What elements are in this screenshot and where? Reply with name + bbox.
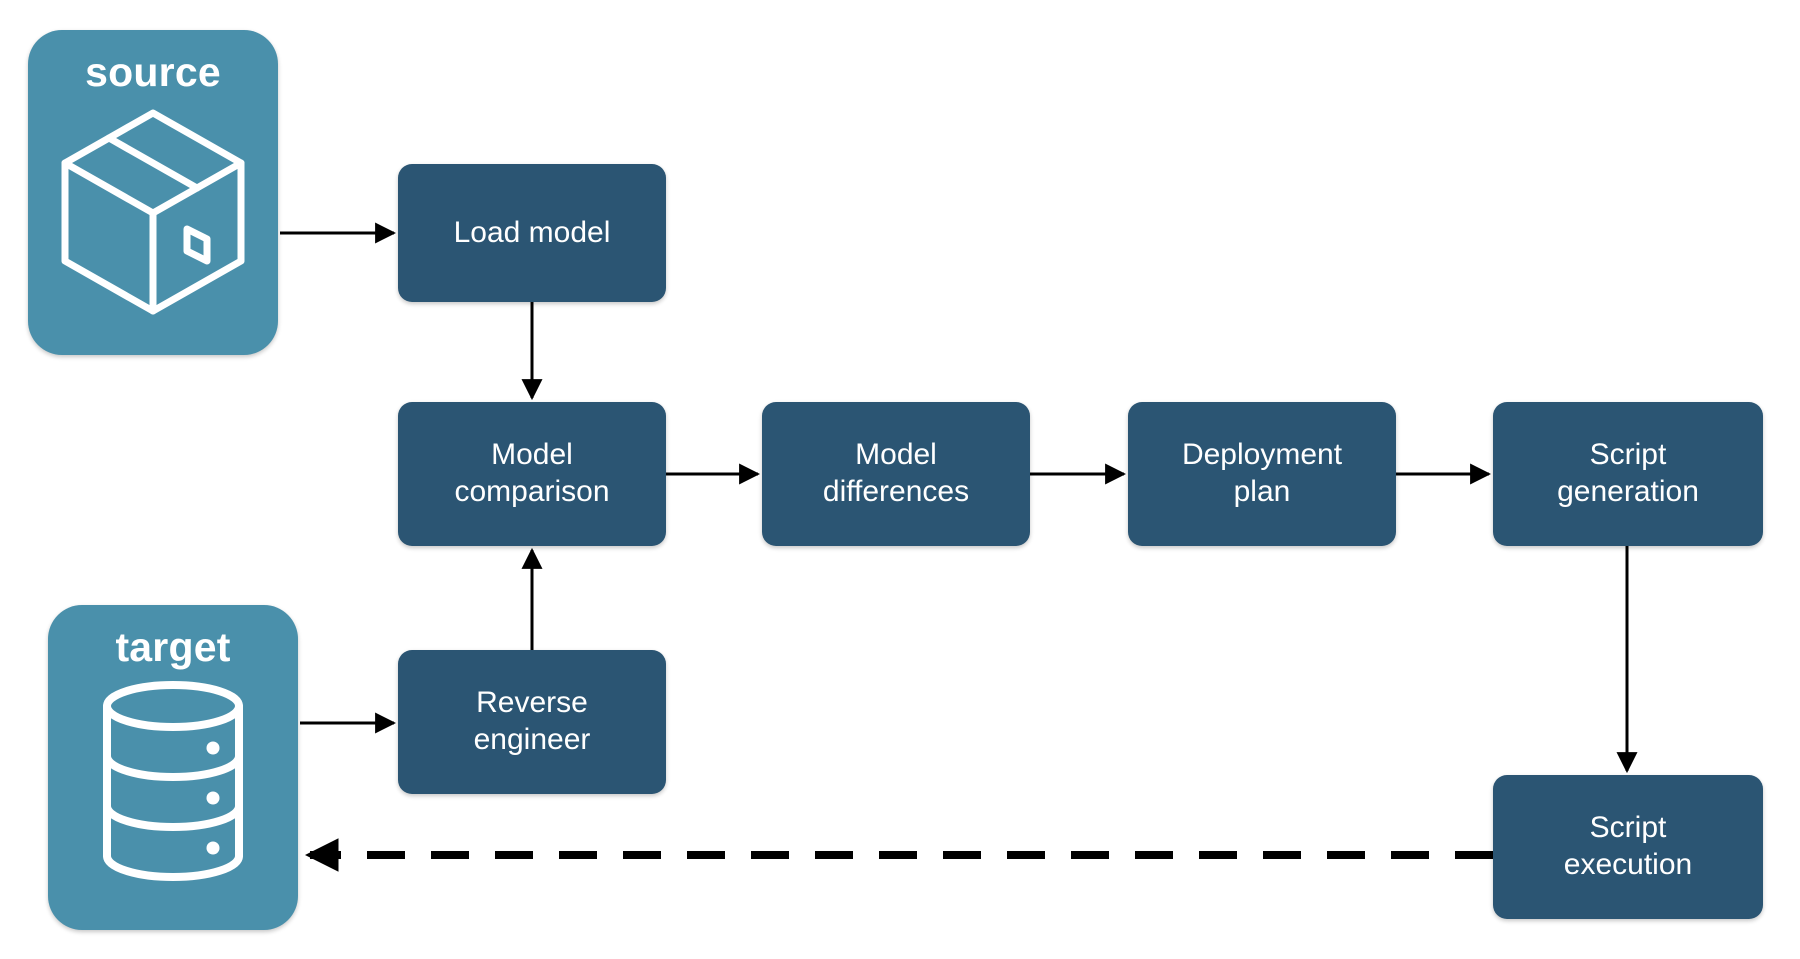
endpoint-source-label: source <box>85 49 221 95</box>
process-load-model[interactable]: Load model <box>398 164 666 302</box>
endpoint-target-label: target <box>115 624 231 670</box>
process-script-generation[interactable]: Script generation <box>1493 402 1763 546</box>
process-script-execution[interactable]: Script execution <box>1493 775 1763 919</box>
process-model-comparison[interactable]: Model comparison <box>398 402 666 546</box>
process-model-differences[interactable]: Model differences <box>762 402 1030 546</box>
process-deployment-plan[interactable]: Deployment plan <box>1128 402 1396 546</box>
process-script-generation-label: Script generation <box>1557 438 1699 508</box>
endpoint-source[interactable]: source <box>28 30 278 355</box>
database-cylinder-icon <box>93 676 253 891</box>
process-script-execution-label: Script execution <box>1563 811 1693 881</box>
process-reverse-engineer-label: Reverse engineer <box>473 686 591 756</box>
process-load-model-label: Load model <box>453 215 611 249</box>
process-model-differences-label: Model differences <box>822 438 970 508</box>
process-deployment-plan-label: Deployment plan <box>1181 438 1343 508</box>
endpoint-target[interactable]: target <box>48 605 298 930</box>
process-model-comparison-label: Model comparison <box>454 438 610 508</box>
package-box-icon <box>53 101 253 321</box>
process-reverse-engineer[interactable]: Reverse engineer <box>398 650 666 794</box>
